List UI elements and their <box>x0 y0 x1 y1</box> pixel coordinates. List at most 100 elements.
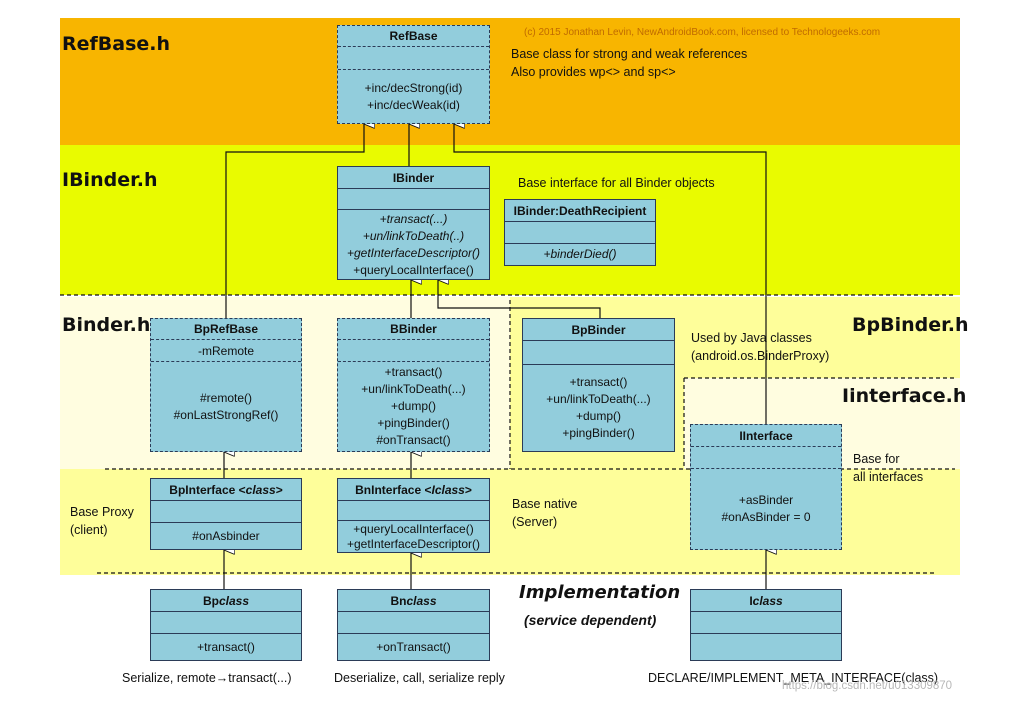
header-ibinder-h: IBinder.h <box>62 169 158 191</box>
name-prefix: BpInterface < <box>169 483 246 497</box>
refbase-note-2: Also provides wp<> and sp<> <box>511 65 676 79</box>
method: #remote() <box>199 390 252 405</box>
method: +un/linkToDeath(...) <box>546 392 651 406</box>
class-methods: +transact() +un/linkToDeath(...) +dump()… <box>523 365 674 451</box>
class-fields <box>691 612 841 634</box>
method: +getInterfaceDescriptor() <box>346 245 481 260</box>
class-bpclass: Bpclass +transact() <box>150 589 302 661</box>
iinterface-note-2: all interfaces <box>853 470 924 484</box>
method: +transact() <box>384 365 443 379</box>
class-name: IInterface <box>691 425 841 447</box>
header-iinterface-h: Iinterface.h <box>842 385 967 407</box>
class-name: RefBase <box>338 26 489 47</box>
class-fields <box>523 341 674 365</box>
name-prefix: BnInterface < <box>355 483 432 497</box>
class-fields <box>691 447 841 469</box>
class-ibinder: IBinder +transact(...) +un/linkToDeath(.… <box>337 166 490 280</box>
class-fields: -mRemote <box>151 340 301 362</box>
name-italic: class <box>752 594 783 608</box>
class-methods: #remote() #onLastStrongRef() <box>151 362 301 451</box>
name-prefix: I <box>749 594 753 608</box>
class-name: BnInterface <Iclass> <box>338 479 489 501</box>
caption-i: DECLARE/IMPLEMENT_META_INTERFACE(class) <box>648 671 939 685</box>
method: +transact(...) <box>379 211 448 226</box>
class-methods: +transact() +un/linkToDeath(...) +dump()… <box>338 362 489 451</box>
class-fields <box>151 612 301 634</box>
class-methods: +queryLocalInterface() +getInterfaceDesc… <box>338 521 489 552</box>
name-prefix: Bp <box>202 594 219 608</box>
class-fields <box>338 189 489 210</box>
header-refbase-h: RefBase.h <box>62 33 171 55</box>
class-fields <box>338 340 489 362</box>
method: +pingBinder() <box>377 416 450 430</box>
name-italic: Iclass <box>431 483 465 497</box>
class-methods: #onAsbinder <box>151 523 301 549</box>
class-fields <box>338 47 489 70</box>
class-deathrecipient: IBinder:DeathRecipient +binderDied() <box>504 199 656 266</box>
class-methods: +inc/decStrong(id) +inc/decWeak(id) <box>338 70 489 123</box>
name-italic: class <box>245 483 276 497</box>
impl-subtitle: (service dependent) <box>524 612 657 628</box>
name-prefix: Bn <box>390 594 407 608</box>
ibinder-note: Base interface for all Binder objects <box>518 176 715 190</box>
class-name: IBinder <box>338 167 489 189</box>
header-bpbinder-h: BpBinder.h <box>852 314 969 336</box>
copyright-text: (c) 2015 Jonathan Levin, NewAndroidBook.… <box>524 27 881 38</box>
method: +queryLocalInterface() <box>353 262 474 277</box>
proxy-note-2: (client) <box>70 523 108 537</box>
class-name: BpRefBase <box>151 319 301 340</box>
name-suffix: > <box>464 483 472 497</box>
class-bninterface: BnInterface <Iclass> +queryLocalInterfac… <box>337 478 490 553</box>
method: +inc/decWeak(id) <box>367 97 460 112</box>
class-name: BpBinder <box>523 319 674 341</box>
class-name: BpInterface <class> <box>151 479 301 501</box>
class-bpinterface: BpInterface <class> #onAsbinder <box>150 478 302 550</box>
method: #onAsbinder <box>192 528 260 543</box>
bpbinder-note-2: (android.os.BinderProxy) <box>691 349 830 363</box>
header-binder-h: Binder.h <box>62 314 151 336</box>
class-name: BBinder <box>338 319 489 340</box>
refbase-band <box>60 18 960 145</box>
native-note-2: (Server) <box>512 515 558 529</box>
iinterface-note-1: Base for <box>853 452 900 466</box>
class-fields <box>338 501 489 521</box>
class-methods: +binderDied() <box>505 244 655 265</box>
method: +transact() <box>569 375 628 389</box>
method: +inc/decStrong(id) <box>364 80 463 95</box>
method: #onLastStrongRef() <box>173 407 279 422</box>
method: +binderDied() <box>543 247 617 261</box>
name-suffix: > <box>275 483 283 497</box>
method: +un/linkToDeath(...) <box>361 382 466 396</box>
method: #onTransact() <box>376 433 451 447</box>
method: +queryLocalInterface() <box>353 521 474 536</box>
method: +dump() <box>575 409 622 423</box>
refbase-note-1: Base class for strong and weak reference… <box>511 47 748 61</box>
caption-bp: Serialize, remote→transact(...) <box>122 671 292 685</box>
class-bbinder: BBinder +transact() +un/linkToDeath(...)… <box>337 318 490 452</box>
class-methods <box>691 634 841 660</box>
method: #onAsBinder = 0 <box>721 510 811 524</box>
method: +asBinder <box>738 493 794 507</box>
method: +transact() <box>197 639 255 654</box>
impl-title: Implementation <box>519 582 681 603</box>
class-refbase: RefBase +inc/decStrong(id) +inc/decWeak(… <box>337 25 490 124</box>
name-italic: class <box>406 594 437 608</box>
class-fields <box>151 501 301 523</box>
class-fields <box>505 222 655 244</box>
class-name: Bpclass <box>151 590 301 612</box>
method: +un/linkToDeath(..) <box>362 228 465 243</box>
class-bprefbase: BpRefBase -mRemote #remote() #onLastStro… <box>150 318 302 452</box>
class-bpbinder: BpBinder +transact() +un/linkToDeath(...… <box>522 318 675 452</box>
proxy-note-1: Base Proxy <box>70 505 134 519</box>
class-iclass: Iclass <box>690 589 842 661</box>
method: +pingBinder() <box>562 426 635 440</box>
class-methods: +transact(...) +un/linkToDeath(..) +getI… <box>338 210 489 279</box>
class-methods: +transact() <box>151 634 301 660</box>
bpbinder-note-1: Used by Java classes <box>691 331 812 345</box>
watermark-text: https://blog.csdn.net/u013309870 <box>782 680 953 692</box>
class-name: Bnclass <box>338 590 489 612</box>
class-bnclass: Bnclass +onTransact() <box>337 589 490 661</box>
class-name: Iclass <box>691 590 841 612</box>
caption-bn: Deserialize, call, serialize reply <box>334 671 505 685</box>
class-iinterface: IInterface +asBinder #onAsBinder = 0 <box>690 424 842 550</box>
